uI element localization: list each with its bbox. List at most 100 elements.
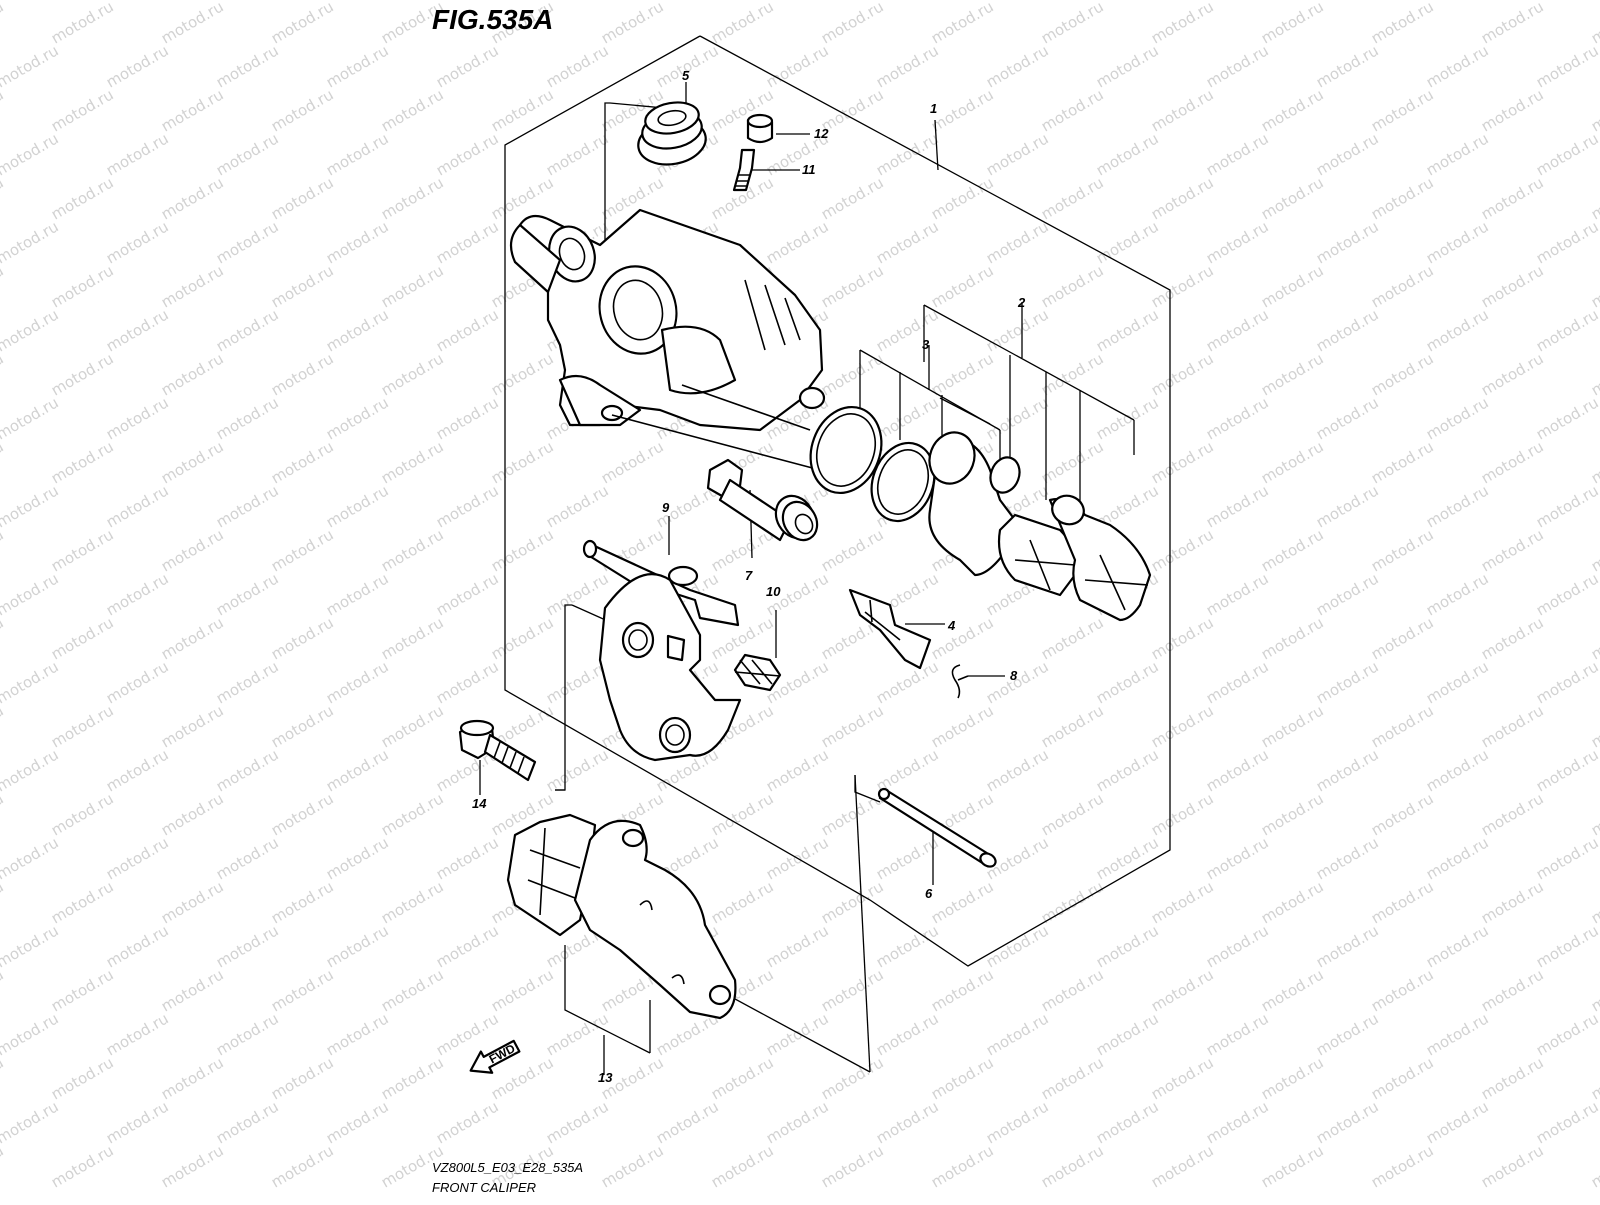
figure-caption: FRONT CALIPER — [432, 1180, 537, 1195]
watermark-text: motod.ru — [1313, 41, 1382, 91]
watermark-text: motod.ru — [488, 613, 557, 663]
watermark-text: motod.ru — [103, 481, 172, 531]
watermark-text: motod.ru — [1093, 305, 1162, 355]
watermark-text: motod.ru — [1038, 173, 1107, 223]
watermark-text: motod.ru — [48, 437, 117, 487]
watermark-text: motod.ru — [1588, 789, 1600, 839]
callout-11: 11 — [802, 162, 816, 177]
watermark-text: motod.ru — [1423, 41, 1492, 91]
watermark-text: motod.ru — [1203, 393, 1272, 443]
watermark-text: motod.ru — [0, 0, 62, 3]
watermark-text: motod.ru — [0, 1009, 62, 1059]
watermark-text: motod.ru — [1258, 349, 1327, 399]
watermark-text: motod.ru — [763, 41, 832, 91]
watermark-text: motod.ru — [763, 217, 832, 267]
watermark-text: motod.ru — [0, 745, 62, 795]
watermark-text: motod.ru — [48, 701, 117, 751]
watermark-text: motod.ru — [1478, 0, 1547, 47]
watermark-text: motod.ru — [1478, 173, 1547, 223]
watermark-text: motod.ru — [763, 1097, 832, 1147]
watermark-text: motod.ru — [1588, 85, 1600, 135]
bleeder-screw-part-11 — [732, 148, 756, 192]
watermark-text: motod.ru — [1533, 745, 1600, 795]
watermark-text: motod.ru — [708, 1053, 777, 1103]
watermark-text: motod.ru — [1148, 877, 1217, 927]
watermark-text: motod.ru — [1203, 217, 1272, 267]
watermark-text: motod.ru — [488, 349, 557, 399]
watermark-text: motod.ru — [818, 877, 887, 927]
watermark-text: motod.ru — [763, 1009, 832, 1059]
watermark-text: motod.ru — [1093, 0, 1162, 3]
watermark-text: motod.ru — [1313, 0, 1382, 3]
watermark-text: motod.ru — [1203, 657, 1272, 707]
watermark-text: motod.ru — [1423, 1009, 1492, 1059]
watermark-text: motod.ru — [213, 745, 282, 795]
watermark-text: motod.ru — [0, 173, 7, 223]
watermark-text: motod.ru — [268, 965, 337, 1015]
watermark-text: motod.ru — [818, 965, 887, 1015]
watermark-text: motod.ru — [1203, 481, 1272, 531]
watermark-text: motod.ru — [103, 217, 172, 267]
watermark-text: motod.ru — [1423, 129, 1492, 179]
watermark-text: motod.ru — [158, 613, 227, 663]
watermark-text: motod.ru — [433, 393, 502, 443]
watermark-text: motod.ru — [1148, 261, 1217, 311]
caliper-body-part-1 — [509, 208, 826, 471]
watermark-text: motod.ru — [1203, 41, 1272, 91]
watermark-text: motod.ru — [1588, 437, 1600, 487]
watermark-text: motod.ru — [653, 41, 722, 91]
watermark-text: motod.ru — [1258, 85, 1327, 135]
watermark-text: motod.ru — [268, 613, 337, 663]
watermark-text: motod.ru — [1368, 1053, 1437, 1103]
watermark-text: motod.ru — [213, 657, 282, 707]
watermark-text: motod.ru — [928, 0, 997, 47]
watermark-text: motod.ru — [1148, 0, 1217, 47]
watermark-text: motod.ru — [873, 305, 942, 355]
watermark-text: motod.ru — [1533, 833, 1600, 883]
watermark-text: motod.ru — [488, 85, 557, 135]
watermark-text: motod.ru — [1368, 613, 1437, 663]
watermark-text: motod.ru — [268, 85, 337, 135]
watermark-text: motod.ru — [983, 1097, 1052, 1147]
watermark-text: motod.ru — [1203, 833, 1272, 883]
watermark-text: motod.ru — [0, 701, 7, 751]
watermark-text: motod.ru — [0, 129, 62, 179]
watermark-text: motod.ru — [1588, 261, 1600, 311]
watermark-text: motod.ru — [873, 1009, 942, 1059]
watermark-text: motod.ru — [103, 569, 172, 619]
watermark-text: motod.ru — [0, 305, 62, 355]
watermark-text: motod.ru — [1313, 1097, 1382, 1147]
watermark-text: motod.ru — [708, 877, 777, 927]
watermark-text: motod.ru — [1423, 481, 1492, 531]
callout-4: 4 — [947, 618, 956, 633]
watermark-text: motod.ru — [323, 393, 392, 443]
watermark-text: motod.ru — [433, 0, 502, 3]
watermark-text: motod.ru — [1093, 129, 1162, 179]
watermark-text: motod.ru — [1588, 701, 1600, 751]
watermark-text: motod.ru — [1423, 393, 1492, 443]
watermark-text: motod.ru — [543, 745, 612, 795]
watermark-text: motod.ru — [763, 745, 832, 795]
watermark-text: motod.ru — [323, 1097, 392, 1147]
watermark-text: motod.ru — [213, 393, 282, 443]
watermark-text: motod.ru — [983, 217, 1052, 267]
watermark-text: motod.ru — [1368, 965, 1437, 1015]
watermark-text: motod.ru — [1478, 789, 1547, 839]
watermark-text: motod.ru — [1148, 349, 1217, 399]
watermark-text: motod.ru — [1038, 0, 1107, 47]
watermark-text: motod.ru — [983, 41, 1052, 91]
watermark-text: motod.ru — [818, 789, 887, 839]
watermark-text: motod.ru — [1313, 217, 1382, 267]
watermark-text: motod.ru — [0, 261, 7, 311]
watermark-text: motod.ru — [1533, 129, 1600, 179]
watermark-text: motod.ru — [268, 173, 337, 223]
watermark-text: motod.ru — [1313, 129, 1382, 179]
pad-spring-part-4 — [848, 588, 932, 670]
watermark-text: motod.ru — [158, 525, 227, 575]
watermark-text: motod.ru — [213, 129, 282, 179]
watermark-text: motod.ru — [873, 833, 942, 883]
watermark-text: motod.ru — [213, 305, 282, 355]
watermark-text: motod.ru — [103, 129, 172, 179]
watermark-text: motod.ru — [928, 701, 997, 751]
watermark-text: motod.ru — [1533, 657, 1600, 707]
